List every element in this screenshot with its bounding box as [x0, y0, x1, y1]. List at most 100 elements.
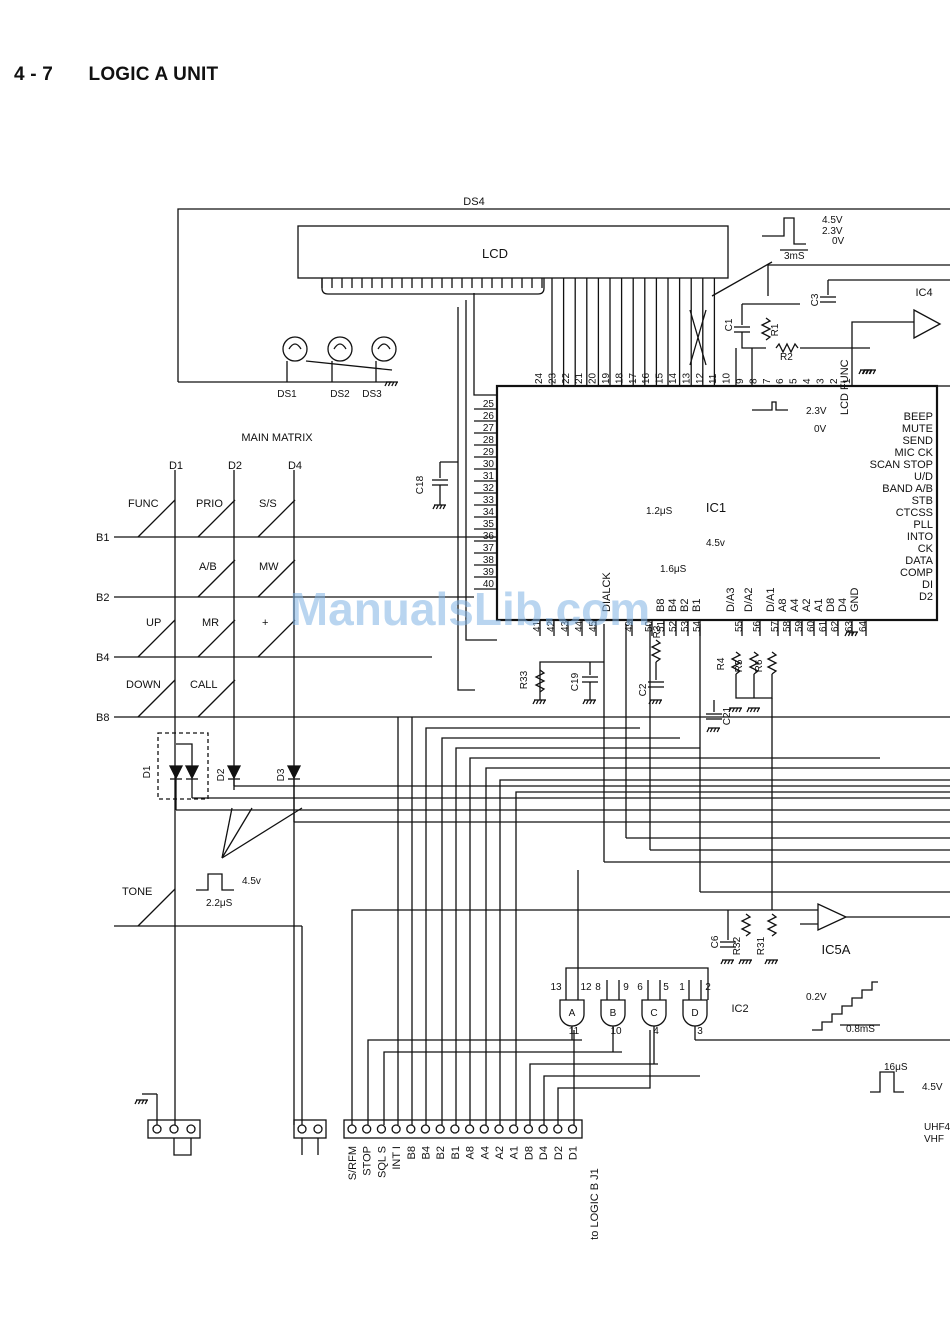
ic1-signal-d-a2: D/A2 [743, 588, 755, 612]
gate-d-label: D [691, 1008, 698, 1019]
lcd-label: LCD [482, 246, 508, 261]
ic4-buffer [913, 308, 942, 340]
ic1-label: IC1 [706, 500, 726, 515]
tone-wave-time: 2.2μS [206, 898, 233, 909]
key-prio: PRIO [196, 498, 223, 510]
ic1-pin-34: 34 [483, 507, 495, 518]
j1-pin-d8: D8 [523, 1146, 535, 1160]
r32-label: R32 [732, 936, 743, 955]
ic1-wave-t1: 1.2μS [646, 506, 673, 517]
uhf-label: UHF4 [924, 1122, 950, 1133]
ic1-pin-53: 53 [680, 620, 691, 632]
ground-icon [738, 959, 752, 965]
gate-pin-5: 5 [663, 982, 669, 993]
key-mr: MR [202, 617, 219, 629]
gate-pin-3: 3 [697, 1026, 703, 1037]
ic5a-opamp [817, 902, 848, 932]
r33-label: R33 [519, 670, 530, 689]
c18-label: C18 [415, 475, 426, 494]
ground-icon [432, 504, 446, 510]
diode-d2-label: D2 [216, 768, 227, 781]
gate-pin-12: 12 [580, 982, 592, 993]
ic1-pin-14: 14 [668, 372, 679, 384]
ground-icon [728, 707, 742, 713]
matrix-col-d1: D1 [169, 460, 183, 472]
lcd-func-label: LCD FUNC [839, 359, 851, 415]
ic1-signal-b1: B1 [691, 599, 703, 612]
ic1-pin-32: 32 [483, 483, 495, 494]
ic4-label: IC4 [915, 287, 932, 299]
j1-pin-stop: STOP [362, 1146, 374, 1176]
section-title: LOGIC A UNIT [88, 64, 219, 85]
gate-c [641, 999, 667, 1027]
section-header: 4 - 7 LOGIC A UNIT [14, 64, 218, 86]
ic1-pin-2: 2 [829, 378, 840, 384]
ic1-pin-12: 12 [695, 372, 706, 384]
ic1-signal-a1: A1 [813, 599, 825, 612]
gate-pin-9: 9 [623, 982, 629, 993]
vhf-label: VHF [924, 1134, 944, 1145]
gate-pin-6: 6 [637, 982, 643, 993]
ic1-pin-18: 18 [614, 372, 625, 384]
j1-pin-a2: A2 [494, 1146, 506, 1159]
ic1-pin-42: 42 [546, 620, 557, 632]
r1-label: R1 [770, 323, 781, 336]
ic1-pin-35: 35 [483, 519, 495, 530]
j1-pin-s-rfm: S/RFM [347, 1146, 359, 1180]
ic1-pin-stb: STB [912, 495, 933, 507]
gate-b-label: B [610, 1008, 617, 1019]
c21-label: C21 [722, 706, 733, 725]
r31-label: R31 [756, 936, 767, 955]
r3-label: R3 [652, 625, 663, 638]
r1-wave-v1: 2.3V [806, 406, 827, 417]
ic1-pin-27: 27 [483, 423, 495, 434]
ic1-pin-31: 31 [483, 471, 495, 482]
gate-pin-4: 4 [653, 1026, 659, 1037]
j1-pin-b2: B2 [435, 1146, 447, 1159]
ic1-pin-57: 57 [770, 620, 781, 632]
ic1-pin-comp: COMP [900, 567, 933, 579]
ic1-pin-send: SEND [902, 435, 933, 447]
ic1-signal-dialck: DIALCK [601, 572, 613, 612]
j1-pin-sql-s: SQL S [376, 1146, 388, 1178]
c2-label: C2 [638, 683, 649, 696]
lamp-ds3 [371, 336, 397, 382]
ic1-pin-1: 1 [842, 378, 853, 384]
ground-icon [720, 959, 734, 965]
ic1-pin-55: 55 [734, 620, 745, 632]
ic5a-label: IC5A [822, 942, 851, 957]
ic1-pin-8: 8 [748, 378, 759, 384]
c3-label: C3 [810, 293, 821, 306]
ground-icon [764, 959, 778, 965]
ic1-pin-36: 36 [483, 531, 495, 542]
j1-pin-d4: D4 [538, 1146, 550, 1160]
j1-pin-a4: A4 [479, 1146, 491, 1159]
ground-icon [134, 1099, 148, 1105]
ic1-pin-21: 21 [574, 372, 585, 384]
ic1-pin-29: 29 [483, 447, 495, 458]
ic1-signal-d4: D4 [837, 598, 849, 612]
ic1-pin-ck: CK [918, 543, 934, 555]
ic1-pin-63: 63 [844, 620, 855, 632]
key-call: CALL [190, 679, 218, 691]
ic1-pin-di: DI [922, 579, 933, 591]
matrix-row-b1: B1 [96, 532, 109, 544]
ic5a-wave-t: 0.8mS [846, 1024, 875, 1035]
ic5a-wave-v: 0.2V [806, 992, 827, 1003]
matrix-row-b2: B2 [96, 592, 109, 604]
ic1-pin-10: 10 [722, 372, 733, 384]
tone-wave-voltage: 4.5v [242, 876, 261, 887]
ic1-pin-25: 25 [483, 399, 495, 410]
ic1-wave-t2: 1.6μS [660, 564, 687, 575]
ic1-pin-44: 44 [574, 620, 585, 632]
j1-pin-d1: D1 [568, 1146, 580, 1160]
ground-icon [746, 707, 760, 713]
ic1-pin-62: 62 [830, 620, 841, 632]
ds1-label: DS1 [277, 389, 297, 400]
gate-pin-2: 2 [705, 982, 711, 993]
j1-pin-b4: B4 [421, 1146, 433, 1159]
gate-pin-10: 10 [610, 1026, 622, 1037]
ic1-pin-24: 24 [534, 372, 545, 384]
r2-label: R2 [780, 352, 793, 363]
right-wave-t: 16μS [884, 1062, 908, 1073]
